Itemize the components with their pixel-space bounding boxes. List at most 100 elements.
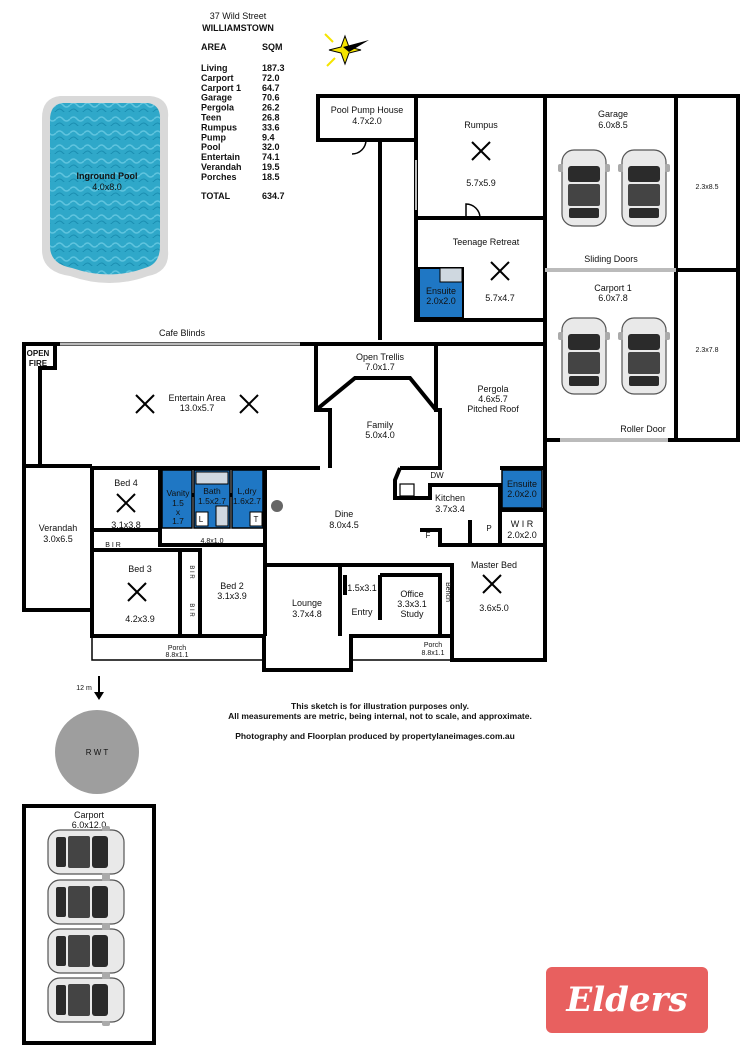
bed2-dims: 3.1x3.9 [217,591,247,601]
car-icon [47,875,125,929]
bed4-dims: 3.1x3.8 [111,520,141,530]
lounge-dims: 3.7x4.8 [292,609,322,619]
compass-icon [324,33,369,67]
total-label: TOTAL [201,191,231,201]
ceiling-fan-icon [127,582,147,602]
area-row-sqm: 18.5 [262,172,280,182]
carport-label: Carport [74,810,105,820]
porch-right-label: Porch [424,642,442,649]
office-sub-label: Study [400,609,424,619]
area-row-name: Entertain [201,152,240,162]
family-dims: 5.0x4.0 [365,430,395,440]
car-icon [47,973,125,1027]
inground-pool: Inground Pool 4.0x8.0 [42,96,169,283]
rwt-label: R W T [86,748,109,757]
verandah-dims: 3.0x6.5 [43,534,73,544]
wir-dims: 2.0x2.0 [507,530,537,540]
arrow-down-icon [94,676,104,700]
rumpus-dims: 5.7x5.9 [466,178,496,188]
pergola-dims: 4.6x5.7 [478,394,508,404]
pump-house-dims: 4.7x2.0 [352,116,382,126]
dine-dims: 8.0x4.5 [329,520,359,530]
rumpus-label: Rumpus [464,120,498,130]
laundry-label: L,dry [238,486,258,496]
wir-label: W I R [511,519,534,529]
vanity-area [161,469,193,529]
elders-logo [546,967,708,1033]
laundry-t-mark: T [254,515,259,524]
pantry-mark: P [486,524,491,533]
open-fire-label-2: FIRE [29,359,48,368]
area-row-sqm: 33.6 [262,122,280,132]
trellis-dims: 7.0x1.7 [365,362,395,372]
area-row-sqm: 74.1 [262,152,280,162]
sqm-column-header: SQM [262,42,283,52]
entertain-label: Entertain Area [168,393,225,403]
pool-dims: 4.0x8.0 [92,182,122,192]
area-column-header: AREA [201,42,227,52]
area-row-sqm: 26.8 [262,113,280,123]
bed3-label: Bed 3 [128,564,152,574]
porch-right-dims: 8.8x1.1 [422,650,445,657]
lounge-label: Lounge [292,598,322,608]
master-ensuite-dims: 2.0x2.0 [507,489,537,499]
ceiling-fan-icon [135,394,155,414]
address-line2: WILLIAMSTOWN [202,23,274,33]
verandah-label: Verandah [39,523,78,533]
area-row-name: Carport 1 [201,83,241,93]
area-row-name: Garage [201,93,232,103]
area-row-sqm: 187.3 [262,63,285,73]
area-row-name: Living [201,63,228,73]
master-ensuite-label: Ensuite [507,479,537,489]
entertain-dims: 13.0x5.7 [180,403,215,413]
area-row-name: Pool [201,142,221,152]
kitchen-dims: 3.7x3.4 [435,504,465,514]
car-icon [47,924,125,978]
ceiling-fan-icon [239,394,259,414]
teen-ensuite-dims: 2.0x2.0 [426,296,456,306]
car-icon [617,149,671,227]
office-label: Office [400,589,423,599]
water-heater-icon [271,500,283,512]
ceiling-fan-icon [490,261,510,281]
ceiling-fan-icon [482,574,502,594]
carport-structure [22,804,156,1045]
master-ensuite [501,469,543,509]
fridge-mark: F [426,531,431,540]
entry-label: Entry [351,607,373,617]
cafe-blinds-label: Cafe Blinds [159,328,206,338]
family-label: Family [367,420,394,430]
master-label: Master Bed [471,560,517,570]
teen-label: Teenage Retreat [453,237,520,247]
entry-dims: 1.5x3.1 [347,583,377,593]
area-row-sqm: 9.4 [262,132,275,142]
roller-door-label: Roller Door [620,424,666,434]
pump-house-label: Pool Pump House [331,105,404,115]
elders-logo-text: Elders [565,980,687,1020]
dine-label: Dine [335,509,354,519]
master-dims: 3.6x5.0 [479,603,509,613]
sliding-doors-label: Sliding Doors [584,254,638,264]
office-dims: 3.3x3.1 [397,599,427,609]
bed4-label: Bed 4 [114,478,138,488]
area-row-name: Carport [201,73,234,83]
hall-dims: 4.8x1.0 [201,538,224,545]
vanity-label: Vanity [167,488,191,498]
address-line1: 37 Wild Street [210,11,267,21]
bath-dims: 1.5x2.7 [198,496,226,506]
carport1-side-dims: 2.3x7.8 [696,347,719,354]
area-row-sqm: 70.6 [262,93,280,103]
area-row-sqm: 32.0 [262,142,280,152]
bath-l-mark: L [199,515,204,524]
trellis-label: Open Trellis [356,352,405,362]
vanity-dim-2: 1.7 [172,516,184,526]
bed3-dims: 4.2x3.9 [125,614,155,624]
area-row-name: Verandah [201,162,242,172]
credit-line: Photography and Floorplan produced by pr… [235,731,515,741]
porch-left-label: Porch [168,645,186,652]
pergola-label: Pergola [477,384,508,394]
garage-side-dims: 2.3x8.5 [696,184,719,191]
teen-dims: 5.7x4.7 [485,293,515,303]
rainwater-tank [55,710,139,794]
